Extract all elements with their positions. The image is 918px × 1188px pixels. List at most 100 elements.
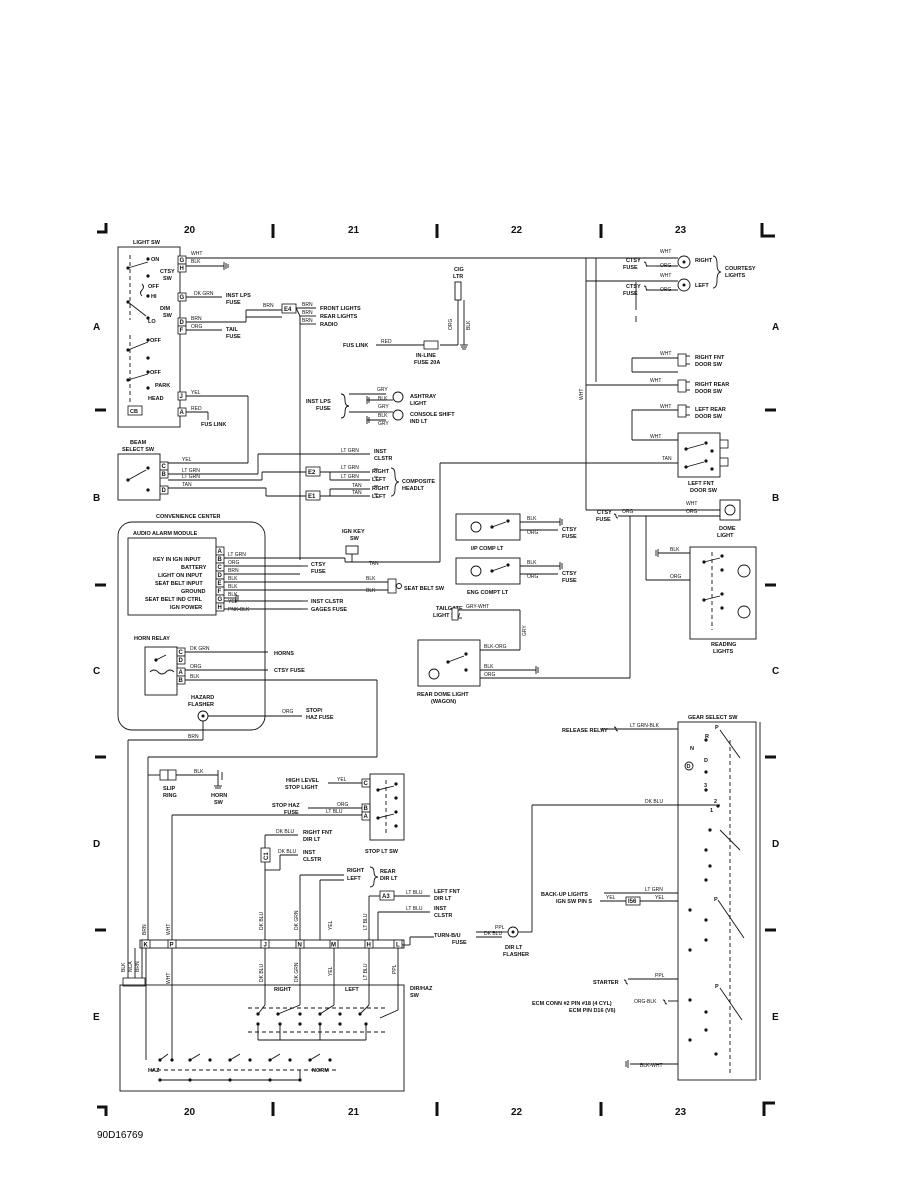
- svg-text:RING: RING: [163, 793, 177, 799]
- section-number: 20: [184, 225, 196, 236]
- svg-text:A: A: [364, 814, 369, 820]
- svg-text:YEL: YEL: [228, 599, 238, 605]
- svg-text:B: B: [179, 678, 184, 684]
- svg-text:LEFT REAR: LEFT REAR: [695, 407, 726, 413]
- svg-text:E: E: [218, 581, 222, 587]
- svg-text:ECM CONN #2 PIN #18 (4 CYL): ECM CONN #2 PIN #18 (4 CYL): [532, 1001, 612, 1007]
- svg-text:DK GRN: DK GRN: [294, 910, 300, 930]
- figure-code: 90D16769: [97, 1130, 144, 1141]
- svg-text:OFF: OFF: [150, 370, 162, 376]
- svg-text:ECM PIN D16 (V6): ECM PIN D16 (V6): [569, 1008, 616, 1014]
- svg-text:INST: INST: [303, 850, 316, 856]
- svg-text:IGN POWER: IGN POWER: [170, 605, 202, 611]
- svg-text:F: F: [218, 589, 222, 595]
- row-letter: E: [93, 1012, 100, 1023]
- svg-text:YEL: YEL: [606, 895, 616, 901]
- svg-text:YEL: YEL: [337, 777, 347, 783]
- svg-text:E1: E1: [308, 494, 316, 500]
- svg-text:RIGHT REAR: RIGHT REAR: [695, 382, 729, 388]
- svg-text:BLK: BLK: [194, 769, 204, 775]
- svg-text:ORG: ORG: [190, 664, 202, 670]
- svg-text:WHT: WHT: [166, 973, 172, 984]
- svg-text:LT BLU: LT BLU: [363, 963, 369, 980]
- svg-text:D: D: [687, 764, 691, 770]
- svg-text:LT GRN: LT GRN: [341, 448, 359, 454]
- svg-text:SW: SW: [163, 313, 173, 319]
- svg-text:DIR LT: DIR LT: [505, 945, 523, 951]
- svg-text:CTSY: CTSY: [562, 571, 577, 577]
- section-number: 23: [675, 1107, 687, 1118]
- door-switches: WHT WHT WHT WHT WHT TAN RIGHT FNT DOOR S…: [579, 258, 729, 494]
- svg-text:TAN: TAN: [352, 483, 362, 489]
- compartment-lights: BLK ORG CTSY FUSE I/P COMP LT BLK ORG CT…: [455, 513, 577, 596]
- svg-text:BRN: BRN: [191, 316, 202, 322]
- svg-text:D: D: [162, 488, 167, 494]
- svg-text:AUDIO ALARM MODULE: AUDIO ALARM MODULE: [133, 531, 198, 537]
- svg-text:TAILGATE: TAILGATE: [436, 606, 463, 612]
- svg-text:BLK: BLK: [366, 588, 376, 594]
- svg-text:IND LT: IND LT: [410, 419, 428, 425]
- svg-text:RED: RED: [191, 406, 202, 412]
- svg-text:HORNS: HORNS: [274, 651, 294, 657]
- svg-text:WHT: WHT: [660, 404, 671, 410]
- reading-lights: BLK ORG READING LIGHTS: [655, 546, 757, 655]
- svg-text:E4: E4: [284, 307, 292, 313]
- svg-text:LEFT: LEFT: [347, 876, 361, 882]
- svg-text:LEFT FNT: LEFT FNT: [688, 481, 715, 487]
- svg-text:BLK-ORG: BLK-ORG: [484, 644, 507, 650]
- svg-text:ORG: ORG: [448, 319, 454, 331]
- svg-text:DIR LT: DIR LT: [303, 837, 321, 843]
- row-letter: A: [772, 322, 779, 333]
- row-letter: C: [772, 666, 779, 677]
- svg-text:FUS LINK: FUS LINK: [201, 422, 226, 428]
- svg-text:L: L: [396, 943, 400, 949]
- svg-text:BRN: BRN: [188, 734, 199, 740]
- svg-text:BRN: BRN: [302, 318, 313, 324]
- svg-text:WHT: WHT: [191, 251, 202, 257]
- svg-text:CTSY FUSE: CTSY FUSE: [274, 668, 305, 674]
- svg-text:G: G: [180, 258, 185, 264]
- svg-text:BLK: BLK: [228, 592, 238, 598]
- svg-text:IGN KEY: IGN KEY: [342, 529, 365, 535]
- cigar-lighter: CIG LTR ORG BLK IN-LINE FUSE 20A RED FUS…: [343, 267, 472, 366]
- svg-text:BRN: BRN: [302, 310, 313, 316]
- svg-text:OFF: OFF: [150, 338, 162, 344]
- svg-text:BRN: BRN: [228, 568, 239, 574]
- svg-text:ORG: ORG: [660, 287, 672, 293]
- svg-text:COURTESY: COURTESY: [725, 266, 756, 272]
- svg-text:BEAM: BEAM: [130, 440, 147, 446]
- svg-text:H: H: [367, 943, 371, 949]
- section-number: 21: [348, 1107, 360, 1118]
- svg-text:REAR LIGHTS: REAR LIGHTS: [320, 314, 358, 320]
- row-letter: B: [93, 493, 100, 504]
- svg-text:CTSY: CTSY: [597, 510, 612, 516]
- svg-text:E2: E2: [308, 470, 316, 476]
- svg-text:IN-LINE: IN-LINE: [416, 353, 436, 359]
- svg-text:N: N: [298, 943, 302, 949]
- svg-text:LT GRN: LT GRN: [645, 887, 663, 893]
- svg-text:P: P: [170, 943, 174, 949]
- svg-text:BLK: BLK: [378, 413, 388, 419]
- svg-text:HAZARD: HAZARD: [191, 695, 214, 701]
- svg-text:CIG: CIG: [454, 267, 464, 273]
- svg-text:DK GRN: DK GRN: [194, 291, 214, 297]
- svg-text:BLK-WHT: BLK-WHT: [640, 1063, 663, 1069]
- dir-haz-connector: K P J N M H L BLK NCA BRN WHT DK BLU DK …: [121, 939, 405, 1060]
- row-letter: D: [772, 839, 779, 850]
- svg-text:STOP LT SW: STOP LT SW: [365, 849, 399, 855]
- frame-marks: [95, 223, 776, 1116]
- svg-text:B: B: [162, 472, 167, 478]
- svg-text:P: P: [715, 984, 719, 990]
- svg-text:GRY: GRY: [378, 421, 389, 427]
- svg-text:BRN: BRN: [135, 961, 141, 972]
- light-switch: LIGHT SW ON CTSY SW OFF HI DIM SW LO OFF…: [117, 240, 586, 463]
- svg-text:BLK: BLK: [670, 547, 680, 553]
- svg-text:DK BLU: DK BLU: [259, 912, 265, 930]
- svg-text:BATTERY: BATTERY: [181, 565, 207, 571]
- svg-text:H: H: [218, 605, 222, 611]
- svg-text:D: D: [179, 658, 184, 664]
- section-number: 23: [675, 225, 687, 236]
- svg-text:K: K: [144, 943, 149, 949]
- svg-text:RELEASE RELAY: RELEASE RELAY: [562, 728, 608, 734]
